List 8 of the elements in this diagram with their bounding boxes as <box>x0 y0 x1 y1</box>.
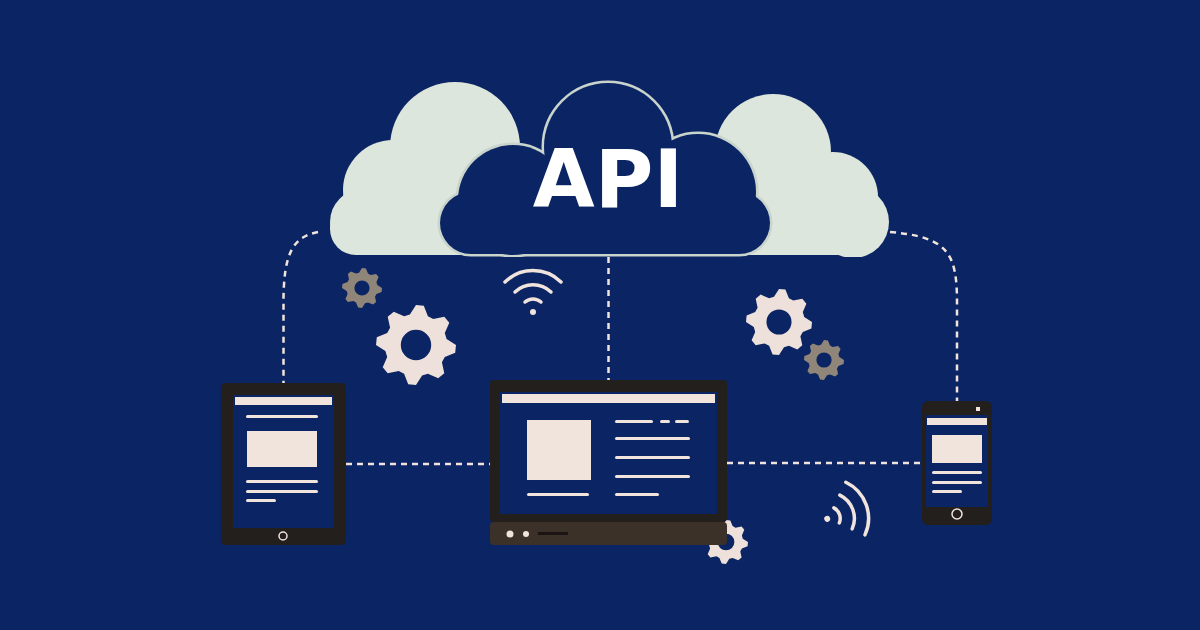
dashed-connector <box>282 230 319 383</box>
dashed-connector <box>607 257 610 380</box>
cloud-label: API <box>531 140 685 220</box>
dashed-connector <box>889 230 959 401</box>
tablet-drawing <box>221 383 346 545</box>
dashed-connector <box>727 461 922 465</box>
phone-drawing <box>922 401 992 525</box>
laptop-drawing <box>490 380 727 545</box>
